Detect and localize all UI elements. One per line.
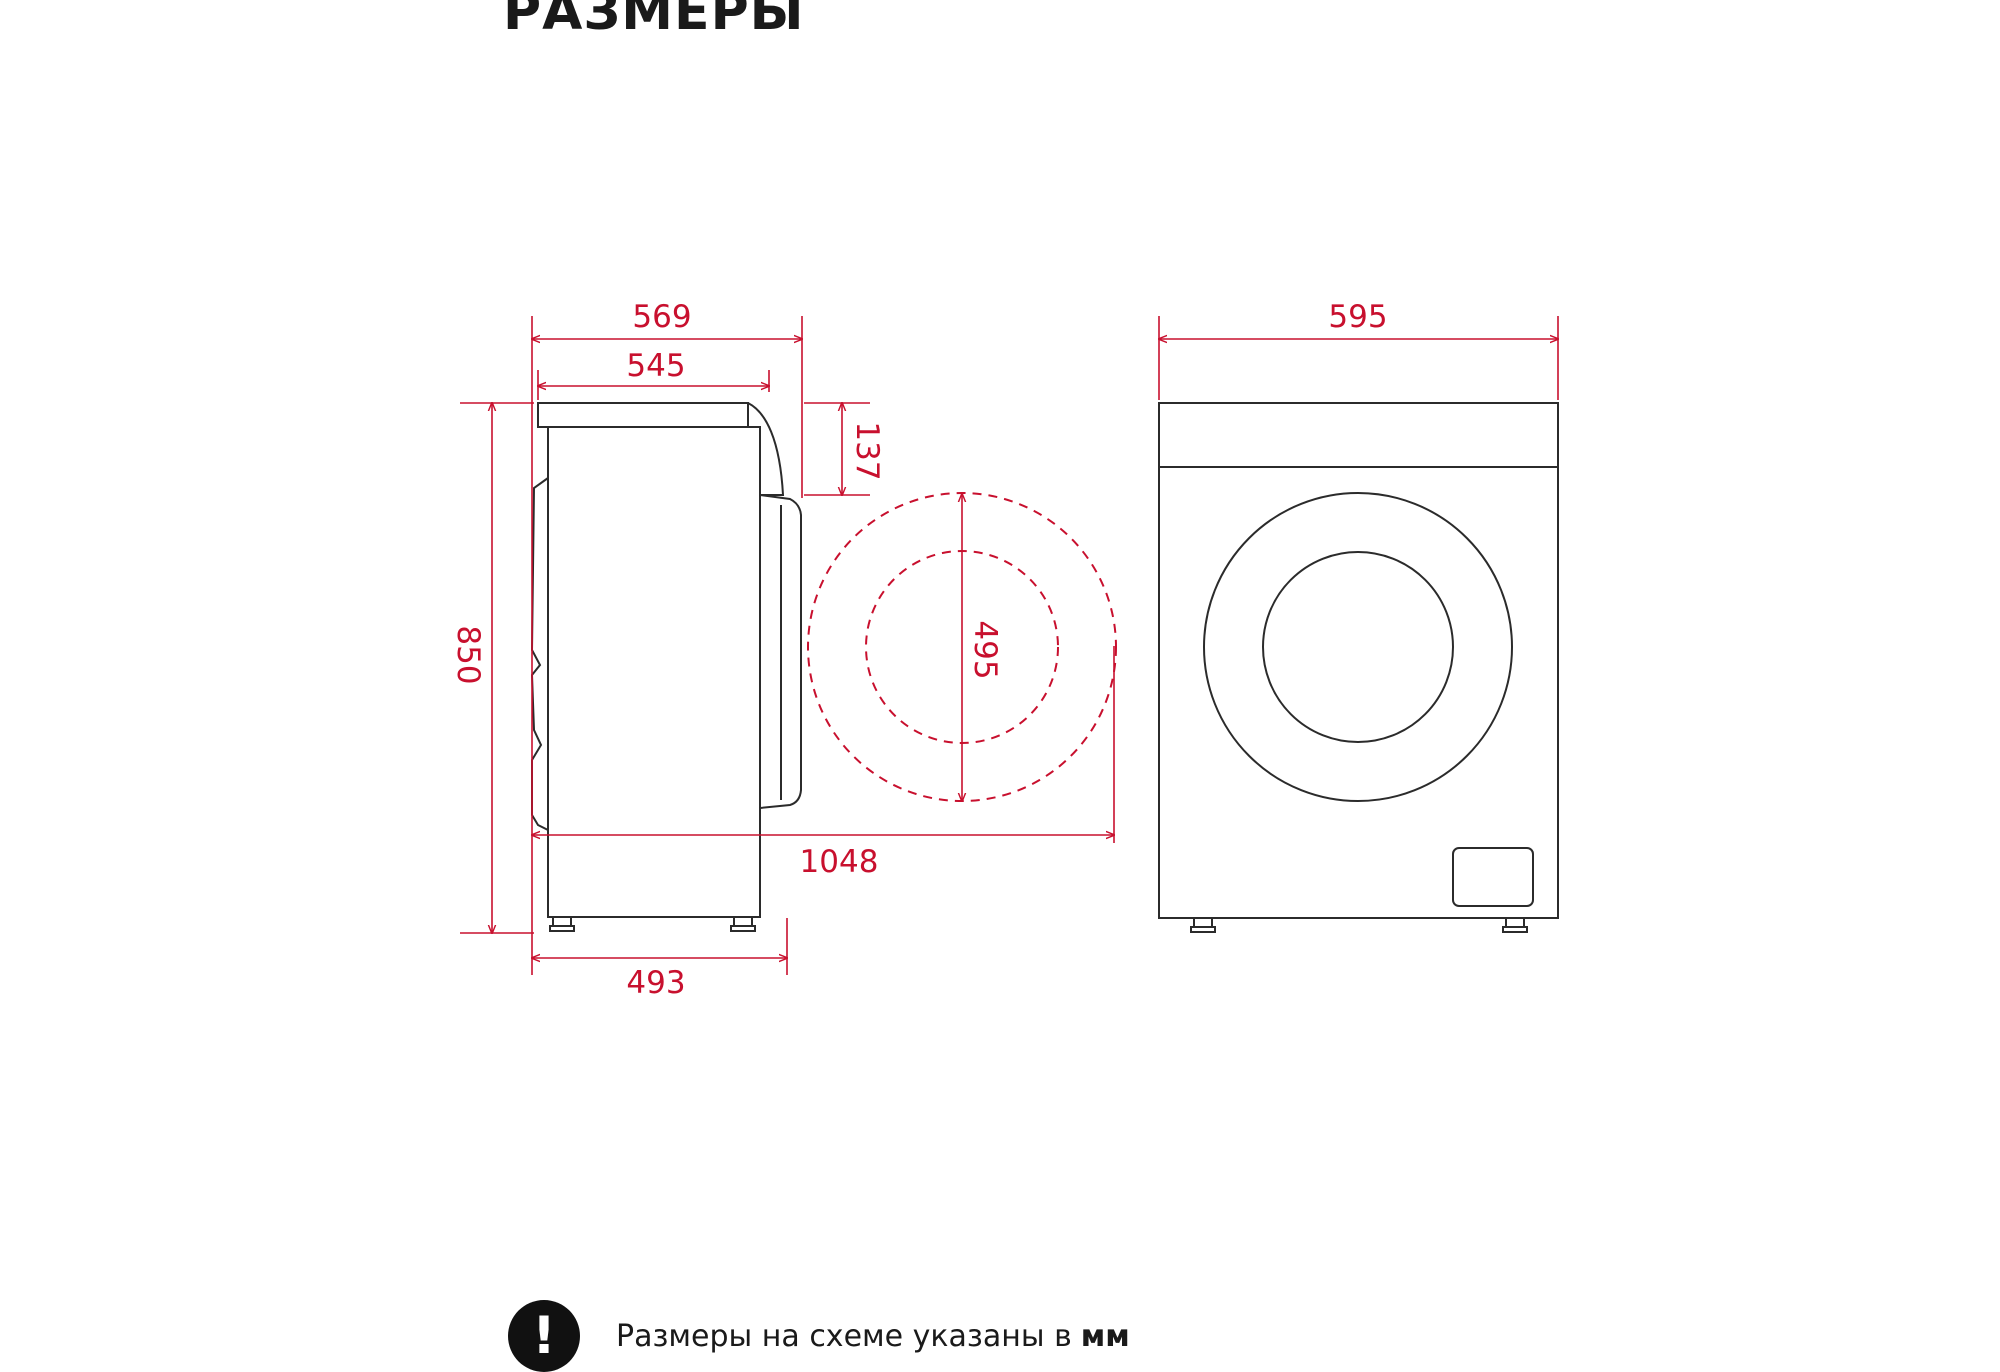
- side-top-panel: [537, 402, 749, 428]
- front-foot-left: [1193, 917, 1213, 928]
- dim-label-850: 850: [450, 625, 486, 684]
- dim-label-495: 495: [967, 620, 1003, 679]
- dim-label-595: 595: [1328, 299, 1387, 335]
- dimension-labels: 569 545 137 850 495 1048 493 595: [450, 299, 1388, 1001]
- side-back-protrusion: [530, 477, 549, 831]
- side-view: [530, 402, 802, 932]
- side-control-panel: [747, 402, 785, 496]
- side-foot-right: [733, 916, 753, 927]
- exclamation-icon: !: [508, 1300, 580, 1372]
- dimension-lines: [460, 316, 1558, 975]
- dim-label-137: 137: [849, 421, 885, 480]
- page-title: РАЗМЕРЫ: [503, 0, 805, 42]
- front-view: [1158, 402, 1559, 933]
- side-foot-left: [552, 916, 572, 927]
- units-note-unit: мм: [1080, 1318, 1130, 1354]
- dim-label-569: 569: [632, 299, 691, 335]
- units-note-sentence: Размеры на схеме указаны в: [616, 1318, 1072, 1354]
- dim-label-1048: 1048: [800, 844, 879, 880]
- front-foot-right: [1505, 917, 1525, 928]
- dim-label-545: 545: [626, 348, 685, 384]
- front-filter-hatch: [1452, 847, 1534, 907]
- dim-label-493: 493: [626, 965, 685, 1001]
- front-door-outer-ring: [1203, 492, 1513, 802]
- side-door-profile: [759, 494, 802, 809]
- side-body: [547, 426, 761, 918]
- front-body: [1158, 402, 1559, 919]
- front-door-glass: [1262, 551, 1454, 743]
